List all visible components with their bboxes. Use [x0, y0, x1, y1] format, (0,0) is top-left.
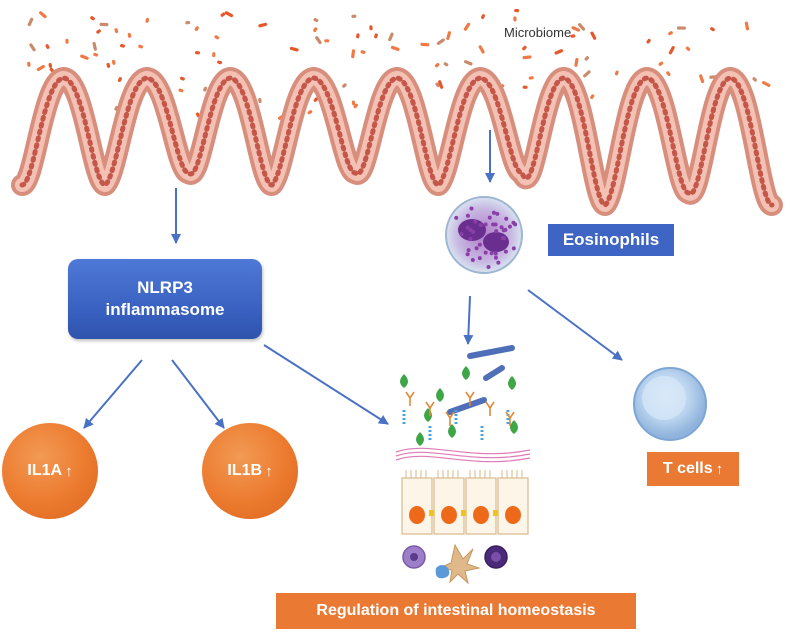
nlrp3-inflammasome-box: NLRP3 inflammasome	[68, 259, 262, 339]
up-arrow-icon: ↑	[65, 462, 73, 480]
arrow-nlrp3-to-il1a	[83, 359, 143, 429]
nlrp3-line2: inflammasome	[105, 300, 225, 319]
regulation-homeostasis-label: Regulation of intestinal homeostasis	[276, 593, 636, 629]
nlrp3-line1: NLRP3	[137, 278, 193, 297]
microbiome-label: Microbiome	[504, 25, 572, 40]
up-arrow-icon: ↑	[265, 462, 273, 480]
t-cells-text: T cells	[662, 460, 713, 477]
intestinal-villi	[11, 67, 783, 216]
arrow-nlrp3-to-homeostasis	[263, 344, 389, 425]
t-cells-label: T cells↑	[647, 452, 739, 486]
il1a-text: IL1A	[27, 462, 63, 479]
arrow-eosinophils-to-tcells	[527, 289, 623, 361]
arrows	[83, 130, 623, 429]
up-arrow-icon: ↑	[715, 460, 724, 478]
arrow-nlrp3-to-il1b	[171, 359, 225, 429]
mucosal-layer-illustration	[395, 345, 531, 585]
t-cell-icon	[633, 367, 707, 441]
il1b-node: IL1B↑	[202, 423, 298, 519]
arrow-eosinophils-to-homeostasis	[463, 295, 474, 345]
il1b-text: IL1B	[227, 462, 263, 479]
eosinophils-label: Eosinophils	[548, 224, 674, 256]
il1a-node: IL1A↑	[2, 423, 98, 519]
eosinophil-cell-icon	[445, 196, 523, 274]
